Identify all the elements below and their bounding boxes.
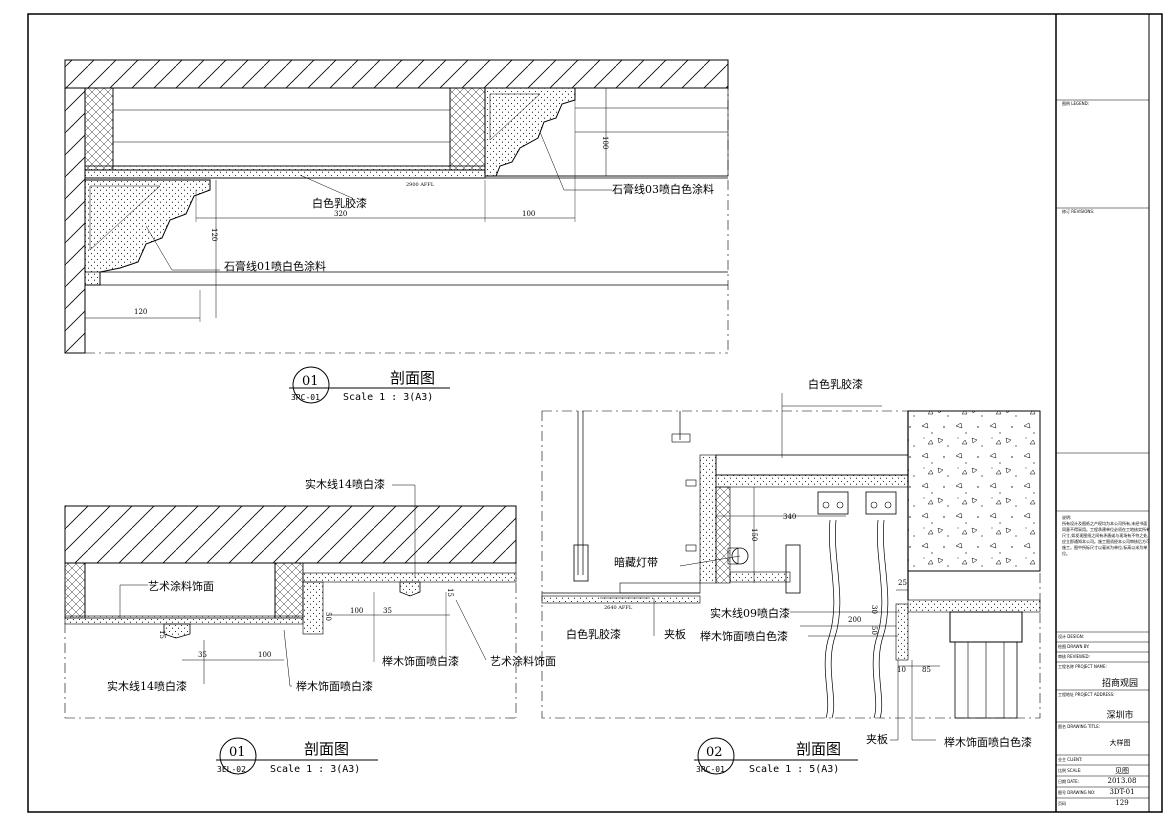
legend-label: 图例 LEGEND:: [1062, 101, 1090, 106]
dim-150: 150: [750, 528, 758, 541]
project-address-label: 工程地址 PROJECT ADDRESS:: [1058, 692, 1115, 697]
section-name: 剖面图: [304, 740, 349, 758]
notes-text: 所有设计及图纸之产权均为本公司所有,未经书面同意不得采用。工程承建单位必须在工地…: [1062, 521, 1150, 556]
level-2640: 2640 AFFL: [604, 605, 633, 611]
dim-100b: 100: [258, 651, 271, 659]
drawing-no-value: 3DT-01: [1109, 788, 1135, 796]
page-label: 页码: [1058, 801, 1066, 806]
section-title-02: [694, 737, 858, 775]
callout-birch-right: 榉木饰面喷白漆: [382, 654, 459, 668]
drawing-no-label: 图号 DRAWING NO:: [1058, 790, 1096, 795]
section-number: 01: [229, 745, 246, 760]
project-address: 深圳市: [1106, 711, 1134, 721]
date-label: 日期 DATE:: [1058, 779, 1080, 784]
dim-200: 200: [848, 616, 861, 624]
section-01-top-drawing: [64, 59, 729, 354]
callout-plywood-bottom: 夹板: [866, 732, 888, 746]
callout-solidwood-09: 实木线09喷白漆: [710, 606, 790, 620]
section-title-01-top: [289, 366, 450, 404]
dim-85: 85: [922, 666, 931, 674]
section-scale: Scale 1 : 5(A3): [749, 764, 839, 775]
section-name: 剖面图: [390, 369, 435, 387]
callout-led-strip: 暗藏灯带: [614, 555, 658, 569]
dim-120-vertical: 120: [210, 228, 218, 241]
section-scale: Scale 1 : 3(A3): [270, 764, 360, 775]
revisions-label: 修订 REVISIONS:: [1062, 209, 1095, 214]
scale-value: 见图: [1115, 767, 1129, 775]
reviewed-label: 审核 REVIEWED:: [1058, 654, 1090, 659]
page-value: 129: [1115, 799, 1129, 807]
section-title-01-bottom: [216, 737, 378, 775]
outer-border: [27, 13, 1163, 813]
callout-latex-left: 白色乳胶漆: [566, 627, 621, 641]
level-2900: 2900 AFFL: [406, 182, 435, 188]
drawing-title-label: 图名 DRAWING TITLE:: [1058, 724, 1101, 729]
section-02-drawing: [541, 393, 1041, 741]
drawn-by-label: 绘图 DRAWN BY:: [1058, 644, 1090, 649]
project-name-label: 工程名称 PROJECT NAME:: [1058, 664, 1107, 669]
callout-art-paint-left: 艺术涂料饰面: [148, 579, 214, 593]
dim-10: 10: [897, 666, 906, 674]
drawing-title: 大样图: [1109, 739, 1131, 747]
client-label: 业主 CLIENT:: [1058, 757, 1083, 762]
callout-birch-mid: 榉木饰面喷白色漆: [700, 629, 788, 643]
dim-50: 50: [870, 626, 878, 635]
date-value: 2013.08: [1107, 777, 1137, 785]
project-name: 招商观园: [1101, 679, 1138, 689]
callout-birch-bottom: 榉木饰面喷白色漆: [944, 735, 1032, 749]
callout-latex: 白色乳胶漆: [312, 196, 367, 210]
callout-solidwood-top: 实木线14喷白漆: [305, 477, 385, 491]
callout-plywood-mid: 夹板: [664, 627, 686, 641]
dim-15a: 15: [446, 588, 454, 597]
section-name: 剖面图: [796, 740, 841, 758]
section-reference: 3RC-01: [291, 393, 320, 402]
notes-title: 说明:: [1062, 515, 1072, 520]
dim-100a: 100: [350, 607, 363, 615]
dim-100: 100: [522, 210, 535, 218]
callout-gypsum-03: 石膏线03喷白色涂料: [612, 182, 714, 196]
dim-25: 25: [898, 579, 907, 587]
section-reference: 3EL-02: [217, 765, 246, 774]
section-number: 02: [706, 745, 723, 760]
scale-label: 比例 SCALE:: [1058, 768, 1082, 773]
title-block-grid: [1056, 99, 1149, 799]
section-reference: 3RC-01: [696, 765, 725, 774]
section-scale: Scale 1 : 3(A3): [343, 392, 433, 403]
design-label: 设计 DESIGN:: [1058, 634, 1085, 639]
callout-gypsum-01: 石膏线01喷白色涂料: [224, 259, 326, 273]
callout-birch-bottom: 榉木饰面喷白漆: [296, 679, 373, 693]
section-01-elevation-drawing: [64, 484, 517, 719]
dim-15b: 15: [158, 630, 166, 639]
dim-35a: 35: [383, 607, 392, 615]
dim-100-vertical: 100: [601, 136, 609, 149]
dim-30: 30: [870, 605, 878, 614]
callout-art-paint-right: 艺术涂料饰面: [490, 654, 556, 668]
dim-120: 120: [134, 308, 147, 316]
callout-solidwood-bottom: 实木线14喷白漆: [107, 679, 187, 693]
dim-320: 320: [334, 210, 347, 218]
dim-35b: 35: [198, 651, 207, 659]
dim-340: 340: [783, 513, 796, 521]
callout-latex-top: 白色乳胶漆: [808, 377, 863, 391]
dim-50: 50: [324, 612, 332, 621]
section-number: 01: [302, 374, 319, 389]
